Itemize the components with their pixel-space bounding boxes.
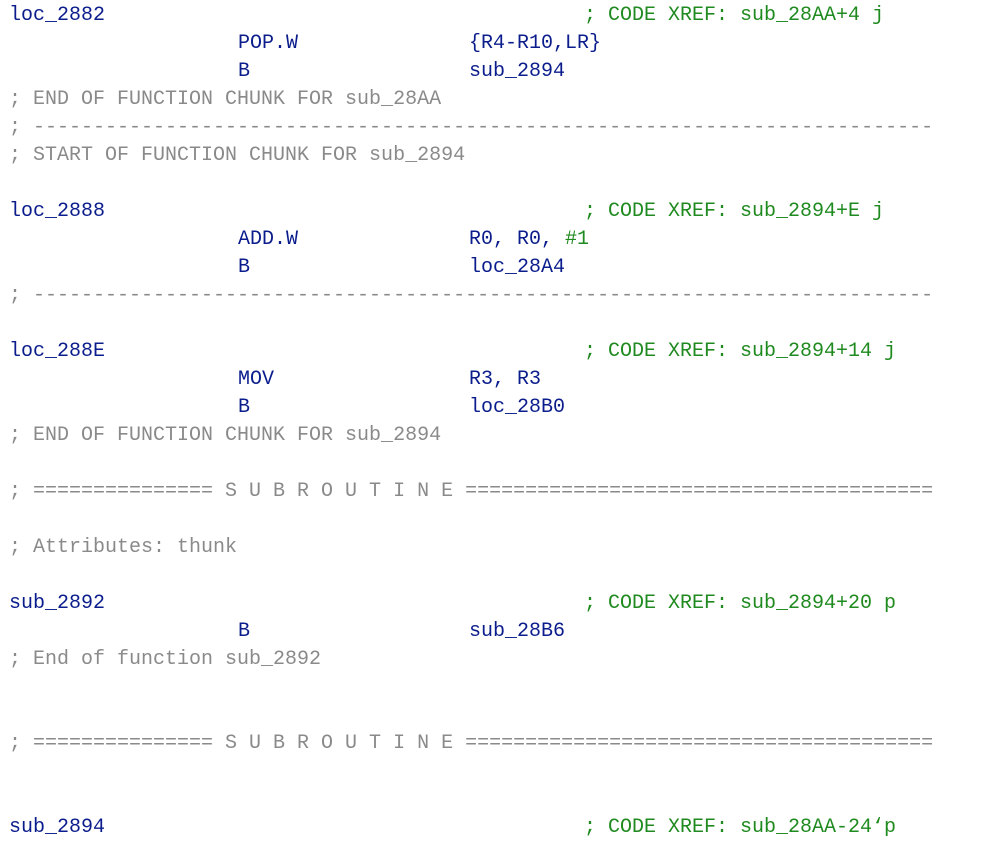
- instruction-mnemonic[interactable]: B: [238, 60, 251, 83]
- comment-line[interactable]: ; END OF FUNCTION CHUNK FOR sub_2894: [0, 422, 996, 450]
- instruction-mnemonic[interactable]: MOV: [238, 368, 275, 391]
- comment-text: ; --------------------------------------…: [9, 284, 934, 307]
- comment-line[interactable]: ; --------------------------------------…: [0, 114, 996, 142]
- code-label[interactable]: loc_2888: [9, 200, 106, 223]
- comment-text: ; Attributes: thunk: [9, 536, 238, 559]
- instruction-operands[interactable]: R3, R3: [469, 368, 542, 391]
- xref-comment[interactable]: ; CODE XREF: sub_2894+E j: [584, 200, 885, 223]
- comment-line[interactable]: ; =============== S U B R O U T I N E ==…: [0, 730, 996, 758]
- blank-line: [0, 170, 996, 198]
- comment-text: ; END OF FUNCTION CHUNK FOR sub_28AA: [9, 88, 442, 111]
- blank-line: [0, 310, 996, 338]
- xref-comment[interactable]: ; CODE XREF: sub_28AA+4 j: [584, 4, 885, 27]
- blank-line: [0, 506, 996, 534]
- instruction-operands[interactable]: R0, R0, #1: [469, 228, 590, 251]
- code-label[interactable]: sub_2894: [9, 816, 106, 839]
- immediate-value: #1: [565, 228, 590, 251]
- instruction-line[interactable]: POP.W {R4-R10,LR}: [0, 30, 996, 58]
- instruction-operands[interactable]: {R4-R10,LR}: [469, 32, 602, 55]
- instruction-operands[interactable]: loc_28B0: [469, 396, 566, 419]
- label-line[interactable]: loc_2888 ; CODE XREF: sub_2894+E j: [0, 198, 996, 226]
- comment-text: ; =============== S U B R O U T I N E ==…: [9, 732, 934, 755]
- xref-comment[interactable]: ; CODE XREF: sub_2894+14 j: [584, 340, 897, 363]
- instruction-mnemonic[interactable]: ADD.W: [238, 228, 299, 251]
- label-line[interactable]: loc_288E ; CODE XREF: sub_2894+14 j: [0, 338, 996, 366]
- instruction-line[interactable]: ADD.W R0, R0, #1: [0, 226, 996, 254]
- comment-line[interactable]: ; --------------------------------------…: [0, 282, 996, 310]
- blank-line: [0, 562, 996, 590]
- comment-line[interactable]: ; Attributes: thunk: [0, 534, 996, 562]
- instruction-operands[interactable]: sub_28B6: [469, 620, 566, 643]
- blank-line: [0, 786, 996, 814]
- instruction-mnemonic[interactable]: B: [238, 256, 251, 279]
- comment-text: ; =============== S U B R O U T I N E ==…: [9, 480, 934, 503]
- instruction-mnemonic[interactable]: B: [238, 396, 251, 419]
- comment-text: ; --------------------------------------…: [9, 116, 934, 139]
- comment-line[interactable]: ; End of function sub_2892: [0, 646, 996, 674]
- instruction-mnemonic[interactable]: B: [238, 620, 251, 643]
- comment-text: ; End of function sub_2892: [9, 648, 322, 671]
- code-label[interactable]: loc_288E: [9, 340, 106, 363]
- label-line[interactable]: sub_2894 ; CODE XREF: sub_28AA-24‘p: [0, 814, 996, 842]
- comment-line[interactable]: ; START OF FUNCTION CHUNK FOR sub_2894: [0, 142, 996, 170]
- comment-line[interactable]: ; =============== S U B R O U T I N E ==…: [0, 478, 996, 506]
- code-label[interactable]: loc_2882: [9, 4, 106, 27]
- comment-text: ; END OF FUNCTION CHUNK FOR sub_2894: [9, 424, 442, 447]
- blank-line: [0, 450, 996, 478]
- instruction-mnemonic[interactable]: POP.W: [238, 32, 299, 55]
- xref-comment[interactable]: ; CODE XREF: sub_28AA-24‘p: [584, 816, 897, 839]
- instruction-operands[interactable]: sub_2894: [469, 60, 566, 83]
- label-line[interactable]: sub_2892 ; CODE XREF: sub_2894+20 p: [0, 590, 996, 618]
- blank-line: [0, 758, 996, 786]
- instruction-line[interactable]: MOV R3, R3: [0, 366, 996, 394]
- blank-line: [0, 702, 996, 730]
- instruction-operands[interactable]: loc_28A4: [469, 256, 566, 279]
- xref-comment[interactable]: ; CODE XREF: sub_2894+20 p: [584, 592, 897, 615]
- comment-text: ; START OF FUNCTION CHUNK FOR sub_2894: [9, 144, 466, 167]
- label-line[interactable]: loc_2882 ; CODE XREF: sub_28AA+4 j: [0, 2, 996, 30]
- blank-line: [0, 674, 996, 702]
- comment-line[interactable]: ; END OF FUNCTION CHUNK FOR sub_28AA: [0, 86, 996, 114]
- code-label[interactable]: sub_2892: [9, 592, 106, 615]
